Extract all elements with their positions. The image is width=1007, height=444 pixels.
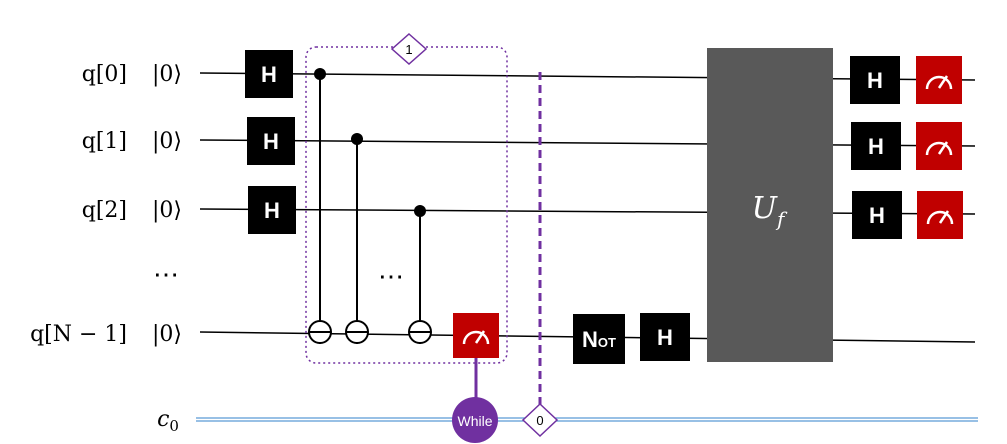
hadamard-column-1 [245, 50, 296, 234]
hadamard-column-2 [850, 56, 902, 239]
wire-q0 [199, 72, 976, 81]
qubit-label-0: q[0] [82, 62, 127, 87]
h-gate-final-q0-label: H [867, 68, 883, 93]
h-gate-qn-label: H [657, 325, 673, 350]
control-dot-q0[interactable] [314, 68, 326, 80]
barrier-marker-diamond[interactable] [521, 402, 559, 438]
classical-wire [196, 417, 978, 422]
oracle-gate[interactable] [707, 48, 833, 362]
measure-gate-q1[interactable] [916, 122, 962, 170]
h-gate-q2-label: H [264, 198, 280, 223]
ellipsis-inner: ⋯ [378, 262, 404, 292]
qubit-label-n: q[N − 1] [30, 322, 127, 347]
measure-gate-loop[interactable] [453, 313, 499, 358]
while-label: While [457, 413, 492, 429]
control-dot-q1[interactable] [351, 133, 363, 145]
meter-icon [462, 330, 490, 345]
meter-icon [925, 75, 953, 90]
meter-icon [925, 141, 953, 156]
h-gate-q2[interactable] [248, 186, 296, 234]
ket-0: |0⟩ [152, 62, 182, 87]
h-gate-final-q2[interactable] [852, 191, 902, 239]
loop-count-diamond[interactable] [390, 32, 428, 66]
wire-q1 [199, 139, 976, 147]
h-gate-q0[interactable] [245, 50, 293, 98]
h-gate-final-q0[interactable] [850, 56, 900, 104]
meter-icon [926, 210, 954, 225]
ket-n: |0⟩ [152, 322, 182, 347]
while-node[interactable] [452, 397, 498, 443]
cnot-controls [314, 68, 426, 217]
barrier-marker-label: 0 [536, 413, 543, 428]
qubit-label-1: q[1] [82, 129, 127, 154]
oracle-label: Uf [752, 191, 788, 231]
classical-label: c0 [157, 407, 179, 435]
h-gate-q1-label: H [263, 129, 279, 154]
qubit-label-2: q[2] [82, 198, 127, 223]
h-gate-q1[interactable] [247, 117, 295, 165]
measure-gate-q0[interactable] [916, 56, 962, 104]
not-gate-label: NOT [582, 327, 616, 352]
not-gate[interactable] [573, 314, 625, 364]
h-gate-qn[interactable] [640, 313, 690, 361]
measure-gate-q2[interactable] [917, 191, 963, 239]
cnot-gates [319, 74, 421, 344]
h-gate-final-q1[interactable] [851, 122, 901, 170]
control-dot-q2[interactable] [414, 205, 426, 217]
ket-2: |0⟩ [152, 198, 182, 223]
qubit-labels: q[0] q[1] q[2] q[N − 1] |0⟩ |0⟩ |0⟩ |0⟩ … [30, 62, 182, 435]
wire-q2 [199, 208, 976, 215]
h-gate-final-q1-label: H [868, 134, 884, 159]
vertical-ellipsis-left: ⋯ [153, 260, 179, 290]
loop-count-label: 1 [405, 42, 412, 57]
ket-1: |0⟩ [152, 129, 182, 154]
h-gate-final-q2-label: H [869, 203, 885, 228]
h-gate-q0-label: H [261, 62, 277, 87]
